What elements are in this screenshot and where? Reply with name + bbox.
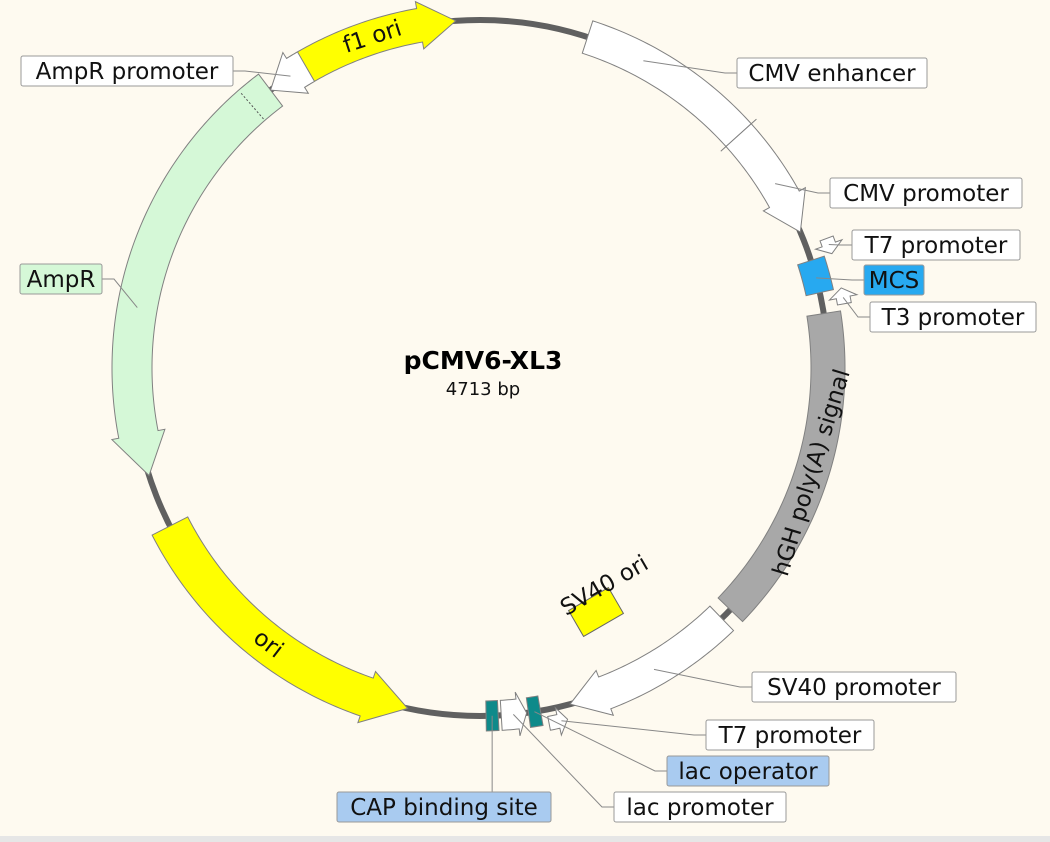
plasmid-size: 4713 bp xyxy=(446,379,520,400)
lac-promoter-label[interactable]: lac promoter xyxy=(613,791,787,823)
t7-promoter-2-label-text: T7 promoter xyxy=(718,723,862,749)
ampr-label[interactable]: AmpR xyxy=(19,263,103,295)
cap-binding-site-feature xyxy=(485,700,500,732)
lac-operator-label-box xyxy=(666,755,830,787)
ampr-promoter-label-box xyxy=(20,55,234,87)
mcs-arrow xyxy=(797,255,835,297)
ampr-promoter-label[interactable]: AmpR promoter xyxy=(20,55,234,87)
t7-promoter-2-label[interactable]: T7 promoter xyxy=(705,719,875,751)
hgh-polya-arrow xyxy=(717,310,846,623)
ori-feature: ori xyxy=(151,516,409,724)
sv40-ori-feature: SV40 ori xyxy=(556,550,653,638)
ampr-promoter-label-text: AmpR promoter xyxy=(36,59,219,85)
cmv-promoter-label-text: CMV promoter xyxy=(843,181,1009,207)
sv40-promoter-arrow xyxy=(569,605,735,717)
mcs-feature xyxy=(797,255,835,297)
ori-arrow xyxy=(151,516,409,724)
sv40-promoter-label[interactable]: SV40 promoter xyxy=(751,671,957,703)
sv40-promoter-label-box xyxy=(751,671,957,703)
mcs-label-text: MCS xyxy=(869,268,920,294)
ampr-promoter-feature xyxy=(269,51,316,94)
sv40-ori-box xyxy=(567,586,625,638)
lac-operator-label-text: lac operator xyxy=(678,759,818,785)
mcs-leader xyxy=(816,277,864,281)
cmv-promoter-label[interactable]: CMV promoter xyxy=(829,177,1023,209)
cap-binding-site-label[interactable]: CAP binding site xyxy=(336,791,552,823)
ampr-promoter-arrow xyxy=(269,51,316,94)
lac-promoter-label-box xyxy=(613,791,787,823)
cmv-enhancer-label-box xyxy=(736,57,928,89)
t7-promoter-2-leader xyxy=(561,720,706,736)
cap-binding-site-label-box xyxy=(336,791,552,823)
cmv-enhancer-leader xyxy=(643,60,737,74)
f1-ori-arrow xyxy=(285,0,457,88)
plasmid-name: pCMV6-XL3 xyxy=(404,346,563,375)
cmv-enhancer-label-text: CMV enhancer xyxy=(748,61,916,87)
bottom-scrollbar-strip xyxy=(0,836,1050,842)
label-leaders xyxy=(102,60,870,808)
cmv-enhancer-label[interactable]: CMV enhancer xyxy=(736,57,928,89)
t7-promoter-1-leader xyxy=(828,243,852,246)
sv40-promoter-label-text: SV40 promoter xyxy=(767,675,941,701)
lac-promoter-leader xyxy=(512,714,614,808)
f1-ori-feature: f1 ori xyxy=(285,0,457,88)
cmv-promoter-leader xyxy=(775,183,830,194)
mcs-label-box xyxy=(863,264,925,296)
cap-binding-site-label-text: CAP binding site xyxy=(350,795,538,821)
t7-promoter-2-arrow xyxy=(547,706,569,737)
lac-operator-label[interactable]: lac operator xyxy=(666,755,830,787)
cmv-enhancer-arrow xyxy=(581,20,757,152)
ampr-arrow xyxy=(110,73,284,477)
lac-promoter-label-text: lac promoter xyxy=(626,795,774,821)
ampr-label-box xyxy=(19,263,103,295)
t3-promoter-label-box xyxy=(869,301,1037,333)
t7-promoter-2-feature xyxy=(547,706,569,737)
cmv-promoter-feature xyxy=(725,123,806,233)
t3-promoter-leader xyxy=(842,297,870,318)
mcs-label[interactable]: MCS xyxy=(863,264,925,296)
ampr-segment-divider xyxy=(239,91,264,120)
lac-promoter-arrow xyxy=(499,691,528,736)
ampr-feature xyxy=(110,73,284,477)
cmv-promoter-arrow xyxy=(725,123,806,233)
t7-promoter-1-label[interactable]: T7 promoter xyxy=(851,229,1021,261)
cap-binding-site-arrow xyxy=(485,700,500,732)
t3-promoter-label[interactable]: T3 promoter xyxy=(869,301,1037,333)
ampr-label-text: AmpR xyxy=(27,267,96,293)
sv40-promoter-leader xyxy=(653,668,752,688)
t7-promoter-1-label-text: T7 promoter xyxy=(864,233,1008,259)
lac-operator-leader xyxy=(534,711,667,772)
ampr-leader xyxy=(102,278,138,308)
ampr-promoter-leader xyxy=(233,70,291,77)
t7-promoter-2-label-box xyxy=(705,719,875,751)
sv40-promoter-feature xyxy=(569,605,735,717)
t3-promoter-feature xyxy=(827,287,859,306)
features-layer: f1 ori hGH poly(A) signal ori xyxy=(110,0,859,737)
lac-promoter-feature xyxy=(499,691,528,736)
hgh-polya-feature: hGH poly(A) signal xyxy=(717,310,856,623)
t3-promoter-label-text: T3 promoter xyxy=(881,305,1025,331)
t7-promoter-1-label-box xyxy=(851,229,1021,261)
t3-promoter-arrow xyxy=(827,287,859,306)
cmv-enhancer-feature xyxy=(581,20,757,152)
cmv-promoter-label-box xyxy=(829,177,1023,209)
